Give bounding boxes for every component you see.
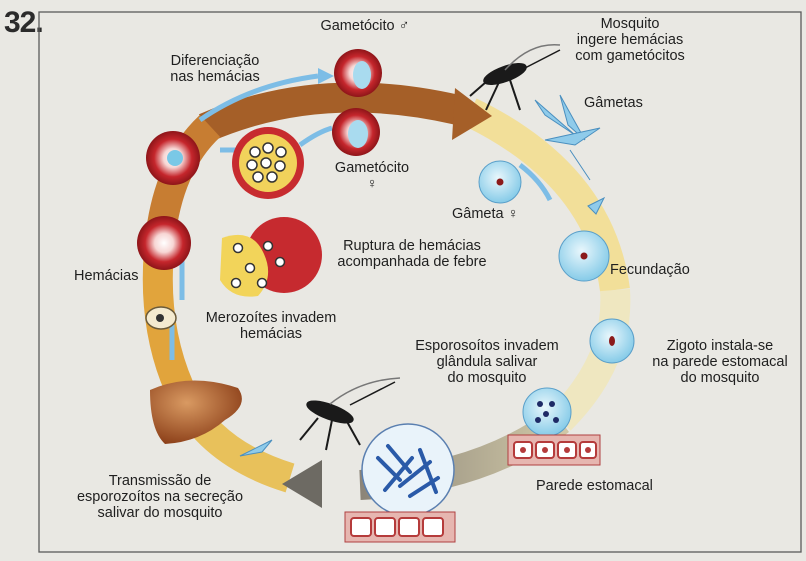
rbc-hemacias xyxy=(137,216,191,270)
label-zigoto-line1: Zigoto instala-se xyxy=(640,338,800,354)
stomach-wall xyxy=(508,435,600,465)
cycle-segment-top xyxy=(205,98,458,128)
label-gameta-female: Gâmeta ♀ xyxy=(452,206,518,222)
label-transmissao-line1: Transmissão de xyxy=(60,473,260,489)
label-zigoto: Zigoto instala-se na parede estomacal do… xyxy=(640,338,800,386)
label-ruptura-line1: Ruptura de hemácias xyxy=(322,238,502,254)
label-merozoitos-line1: Merozoítes invadem xyxy=(196,310,346,326)
label-diferenciacao-line2: nas hemácias xyxy=(150,69,280,85)
label-gametocito-female-line1: Gametócito xyxy=(322,160,422,176)
label-fecundacao: Fecundação xyxy=(610,262,690,278)
parasite-ring xyxy=(167,150,183,166)
label-mosquito-line2: ingere hemácias xyxy=(560,32,700,48)
label-transmissao: Transmissão de esporozoítos na secreção … xyxy=(60,473,260,521)
label-transmissao-line3: salivar do mosquito xyxy=(60,505,260,521)
label-gametocito-female: Gametócito ♀ xyxy=(322,160,422,192)
label-gametas: Gâmetas xyxy=(584,95,643,111)
flow-arrow-gametocyte xyxy=(300,128,332,145)
label-mosquito-line3: com gametócitos xyxy=(560,48,700,64)
flow-arrowhead-1 xyxy=(318,68,334,84)
label-merozoitos: Merozoítes invadem hemácias xyxy=(196,310,346,342)
label-mosquito-ingere: Mosquito ingere hemácias com gametócitos xyxy=(560,16,700,64)
label-diferenciacao-line1: Diferenciação xyxy=(150,53,280,69)
label-gametocito-male: Gametócito ♂ xyxy=(300,18,430,34)
label-hemacias: Hemácias xyxy=(74,268,138,284)
label-esporosoitos-line3: do mosquito xyxy=(412,370,562,386)
label-ruptura-line2: acompanhada de febre xyxy=(322,254,502,270)
label-mosquito-line1: Mosquito xyxy=(560,16,700,32)
label-gametocito-female-line2: ♀ xyxy=(322,176,422,192)
label-esporosoitos-line1: Esporosoítos invadem xyxy=(412,338,562,354)
label-transmissao-line2: esporozoítos na secreção xyxy=(60,489,260,505)
label-zigoto-line3: do mosquito xyxy=(640,370,800,386)
label-ruptura: Ruptura de hemácias acompanhada de febre xyxy=(322,238,502,270)
merozoite-nucleus xyxy=(156,314,164,322)
label-zigoto-line2: na parede estomacal xyxy=(640,354,800,370)
gametocyte-female xyxy=(348,120,368,148)
label-esporosoitos: Esporosoítos invadem glândula salivar do… xyxy=(412,338,562,386)
label-merozoitos-line2: hemácias xyxy=(196,326,346,342)
gametocyte-male xyxy=(353,61,371,89)
mosquito-top xyxy=(470,45,560,110)
label-diferenciacao: Diferenciação nas hemácias xyxy=(150,53,280,85)
label-esporosoitos-line2: glândula salivar xyxy=(412,354,562,370)
label-parede-estomacal: Parede estomacal xyxy=(536,478,653,494)
